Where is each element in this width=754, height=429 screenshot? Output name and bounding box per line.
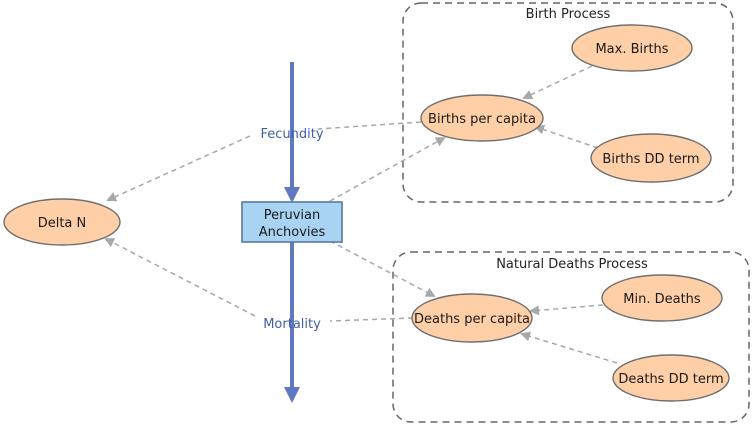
link-max-births-to-births-per-capita bbox=[522, 65, 593, 100]
node-max-births[interactable]: Max. Births bbox=[571, 24, 693, 72]
link-mortality-to-delta-n bbox=[104, 238, 256, 317]
natural-deaths-process-box bbox=[392, 251, 750, 423]
link-fecundity-to-delta-n bbox=[106, 135, 251, 202]
stock-peruvian-anchovies[interactable]: Peruvian Anchovies bbox=[241, 201, 343, 243]
births-dd-term-label: Births DD term bbox=[602, 152, 699, 167]
link-births-dd-to-births-per-capita bbox=[534, 124, 599, 149]
node-delta-n[interactable]: Delta N bbox=[3, 198, 121, 246]
node-deaths-dd-term[interactable]: Deaths DD term bbox=[612, 354, 730, 402]
link-anchovies-to-births-per-capita bbox=[329, 137, 446, 202]
birth-process-group: Birth Process bbox=[402, 2, 734, 203]
stock-label-line2: Anchovies bbox=[259, 225, 326, 240]
link-min-deaths-to-deaths-per-capita bbox=[529, 304, 604, 316]
fecundity-flow-label[interactable]: Fecundity bbox=[260, 127, 323, 142]
deaths-per-capita-label: Deaths per capita bbox=[414, 312, 530, 327]
birth-process-label: Birth Process bbox=[526, 7, 611, 22]
delta-n-label: Delta N bbox=[38, 216, 87, 231]
link-anchovies-to-deaths-per-capita bbox=[329, 240, 436, 297]
deaths-dd-term-label: Deaths DD term bbox=[618, 372, 723, 387]
node-min-deaths[interactable]: Min. Deaths bbox=[601, 274, 723, 322]
stock-label-line1: Peruvian bbox=[264, 208, 320, 223]
natural-deaths-process-group: Natural Deaths Process bbox=[392, 251, 750, 423]
stock-box[interactable] bbox=[241, 201, 343, 243]
min-deaths-label: Min. Deaths bbox=[623, 292, 701, 307]
natural-deaths-process-label: Natural Deaths Process bbox=[496, 257, 648, 272]
births-per-capita-label: Births per capita bbox=[428, 112, 536, 127]
link-births-per-capita-to-fecundity bbox=[317, 121, 422, 130]
birth-process-box bbox=[402, 2, 734, 203]
link-deaths-per-capita-to-mortality bbox=[329, 317, 414, 322]
max-births-label: Max. Births bbox=[595, 42, 668, 57]
node-births-dd-term[interactable]: Births DD term bbox=[590, 133, 712, 183]
mortality-flow-label[interactable]: Mortality bbox=[263, 317, 321, 332]
node-deaths-per-capita[interactable]: Deaths per capita bbox=[411, 293, 533, 343]
node-births-per-capita[interactable]: Births per capita bbox=[420, 94, 544, 142]
link-deaths-dd-to-deaths-per-capita bbox=[520, 331, 618, 364]
